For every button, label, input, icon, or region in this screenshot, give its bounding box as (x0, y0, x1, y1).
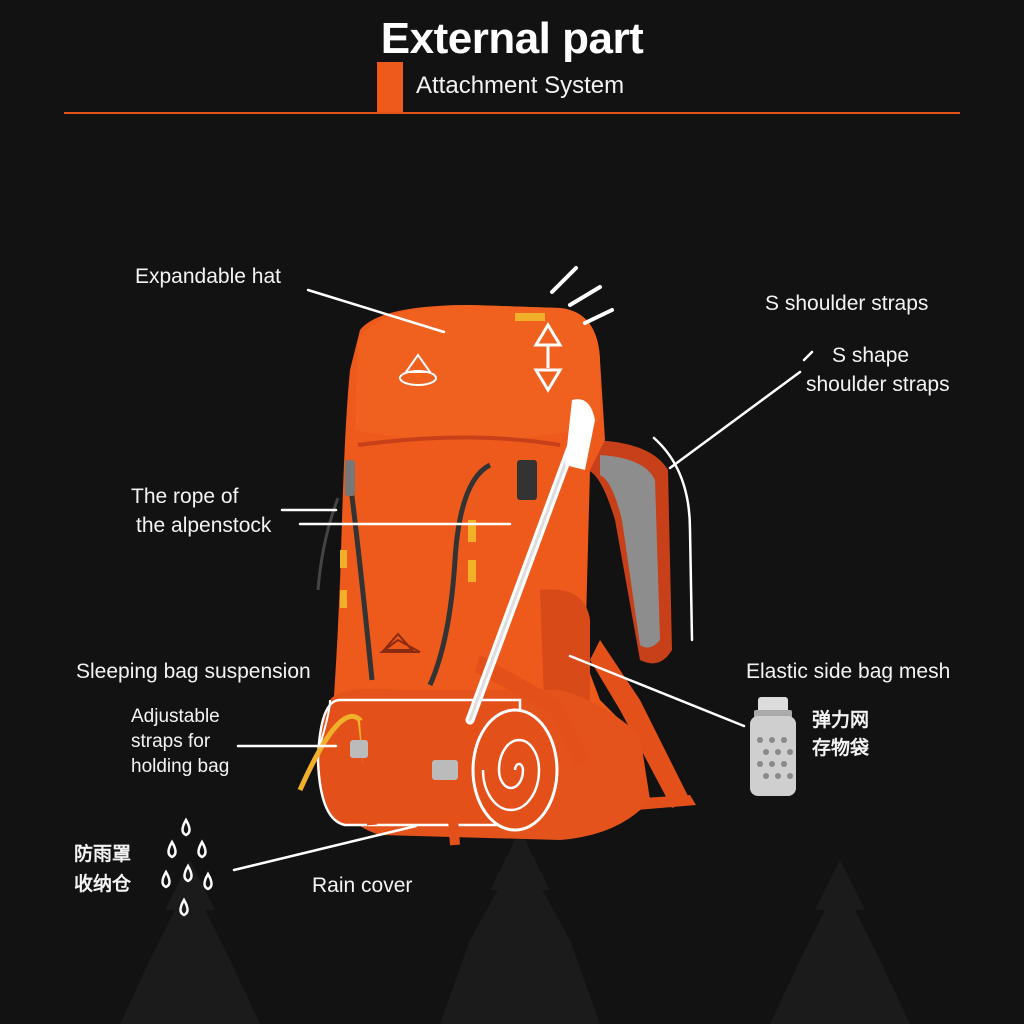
label-s-shoulder-straps: S shoulder straps (765, 292, 929, 315)
label-s-shape-line1: S shape (832, 344, 910, 367)
label-expandable-hat: Expandable hat (135, 265, 281, 288)
label-rain-cn-line1: 防雨罩 (74, 843, 132, 865)
label-sleeping-bag: Sleeping bag suspension (76, 660, 311, 683)
label-rain-cover: Rain cover (312, 874, 413, 897)
logo-icon (379, 353, 437, 653)
label-elastic-cn-line1: 弹力网 (812, 709, 870, 731)
label-rain-cn-line2: 收纳仓 (74, 873, 132, 895)
page-title: External part (380, 14, 644, 63)
label-adjustable-line3: holding bag (131, 756, 230, 777)
label-adjustable-line1: Adjustable (131, 706, 220, 727)
title-accent-bar (377, 62, 403, 114)
header-divider (64, 112, 960, 114)
label-adjustable-line2: straps for (131, 731, 211, 752)
label-rope-line1: The rope of (131, 485, 239, 508)
label-elastic-mesh: Elastic side bag mesh (746, 660, 951, 683)
label-rope-line2: the alpenstock (136, 514, 272, 537)
page-subtitle: Attachment System (416, 72, 625, 99)
label-s-shape-line2: shoulder straps (806, 373, 950, 396)
label-elastic-cn-line2: 存物袋 (812, 737, 870, 759)
